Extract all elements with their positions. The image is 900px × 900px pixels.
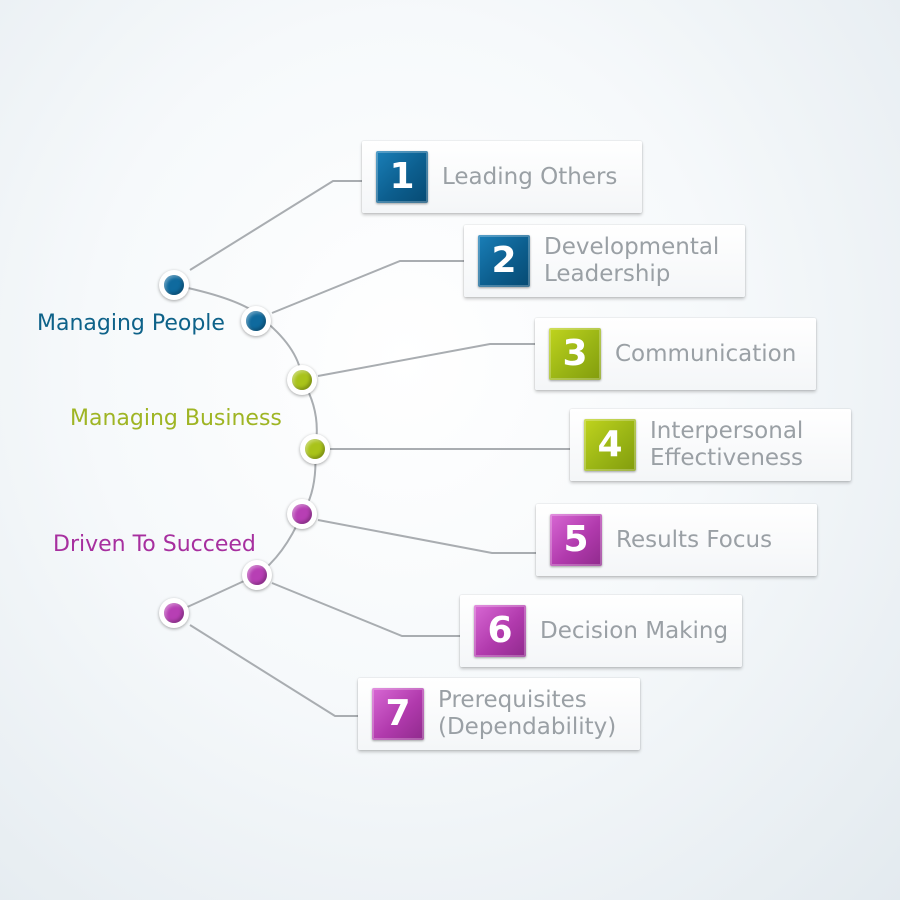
- item-label: Leading Others: [442, 163, 618, 190]
- connector-7: [189, 624, 360, 717]
- connector-2: [271, 260, 466, 314]
- item-label: Interpersonal Effectiveness: [650, 418, 804, 471]
- item-number-badge: 4: [584, 419, 636, 471]
- node-leading-others: [159, 270, 189, 300]
- node-communication: [287, 365, 317, 395]
- node-interpersonal-effectiveness: [300, 434, 330, 464]
- item-number-badge: 3: [549, 328, 601, 380]
- item-number-badge: 1: [376, 151, 428, 203]
- item-card-1: 1 Leading Others: [362, 141, 642, 213]
- item-card-3: 3 Communication: [535, 318, 816, 390]
- item-card-7: 7 Prerequisites (Dependability): [358, 678, 640, 750]
- group-label-driven-to-succeed: Driven To Succeed: [53, 532, 256, 557]
- item-number-badge: 2: [478, 235, 530, 287]
- connector-1: [189, 180, 362, 271]
- node-prerequisites: [159, 598, 189, 628]
- item-label: Prerequisites (Dependability): [438, 687, 617, 740]
- item-label: Communication: [615, 340, 797, 367]
- connector-3: [317, 343, 537, 377]
- item-label: Results Focus: [616, 526, 773, 553]
- item-card-4: 4 Interpersonal Effectiveness: [570, 409, 851, 481]
- item-card-5: 5 Results Focus: [536, 504, 817, 576]
- item-number-badge: 5: [550, 514, 602, 566]
- item-card-2: 2 Developmental Leadership: [464, 225, 745, 297]
- item-number-badge: 6: [474, 605, 526, 657]
- connector-6: [271, 582, 462, 637]
- item-number-badge: 7: [372, 688, 424, 740]
- item-label: Decision Making: [540, 617, 729, 644]
- group-label-managing-people: Managing People: [37, 311, 225, 336]
- node-decision-making: [242, 560, 272, 590]
- item-label: Developmental Leadership: [544, 234, 720, 287]
- group-label-managing-business: Managing Business: [70, 406, 282, 431]
- item-card-6: 6 Decision Making: [460, 595, 742, 667]
- node-results-focus: [287, 499, 317, 529]
- node-developmental-leadership: [241, 306, 271, 336]
- connector-5: [317, 519, 538, 554]
